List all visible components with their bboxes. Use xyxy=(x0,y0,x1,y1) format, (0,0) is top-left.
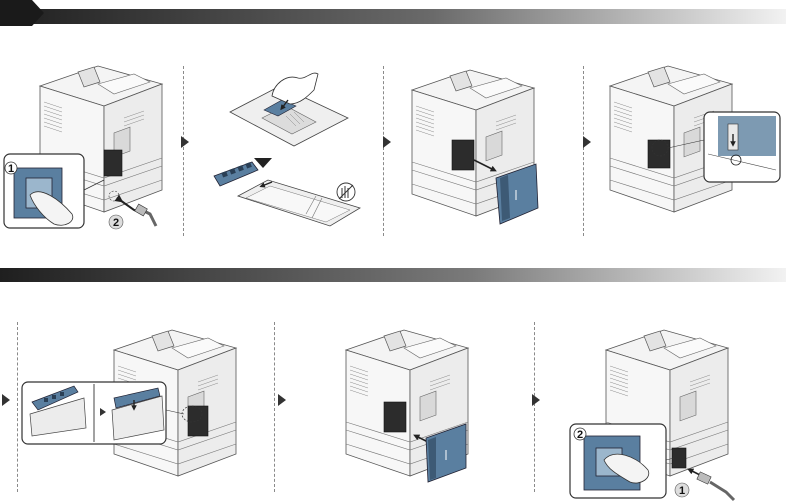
step-arrow-icon xyxy=(583,136,591,148)
step-6-illustration xyxy=(345,329,469,483)
step-arrow-icon xyxy=(532,394,540,406)
step-arrow-icon xyxy=(2,394,10,406)
section-banner-top xyxy=(0,0,786,26)
step-arrow-icon xyxy=(181,136,189,148)
step-2-illustration xyxy=(213,72,361,227)
callout-number: 2 xyxy=(113,217,119,229)
down-triangle-icon xyxy=(254,158,272,168)
step-separator xyxy=(274,322,275,492)
callout-badge xyxy=(573,427,587,441)
step-arrow-icon xyxy=(383,136,391,148)
step-separator xyxy=(383,66,384,236)
hand-icon xyxy=(271,72,319,105)
callout-badge xyxy=(4,161,18,175)
step-arrow-icon xyxy=(100,408,106,416)
step-arrow-icon xyxy=(278,394,286,406)
step-1-illustration: 1 2 xyxy=(3,65,163,230)
step-5-illustration xyxy=(21,329,237,477)
step-7-illustration: 2 1 xyxy=(569,329,736,502)
step-4-illustration xyxy=(609,65,781,213)
step-separator xyxy=(17,322,18,492)
section-banner-bottom xyxy=(0,268,786,282)
step-separator xyxy=(183,66,184,236)
step-separator xyxy=(583,66,584,236)
step-3-illustration xyxy=(411,69,539,225)
callout-number: 1 xyxy=(8,163,14,175)
chapter-tab xyxy=(0,0,44,26)
step-separator xyxy=(534,322,535,492)
callout-number: 1 xyxy=(679,485,685,497)
callout-number: 2 xyxy=(577,429,583,441)
